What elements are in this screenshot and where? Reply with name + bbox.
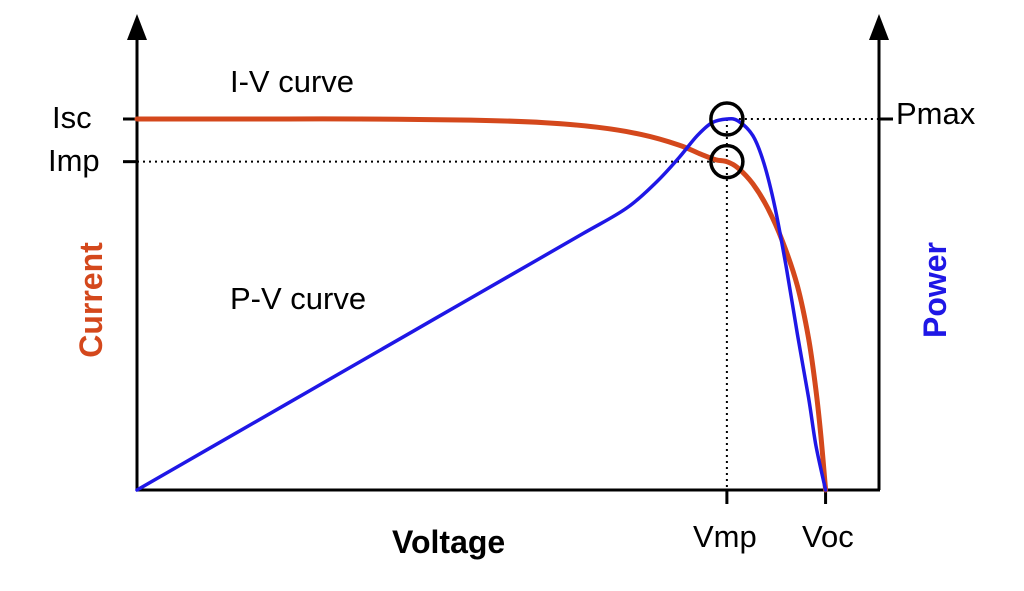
y-tick-label-imp: Imp	[48, 143, 100, 178]
y2-tick-label-pmax: Pmax	[896, 96, 976, 131]
axes	[127, 14, 889, 492]
series	[134, 116, 829, 493]
x-axis-label: Voltage	[392, 524, 505, 560]
right-y-axis-arrow	[869, 14, 889, 40]
y-tick-label-isc: Isc	[52, 100, 92, 135]
iv-curve-line	[134, 116, 829, 493]
left-y-axis-arrow	[127, 14, 147, 40]
y-axis-label-current: Current	[73, 242, 109, 358]
y-axis-label-power: Power	[917, 242, 953, 338]
iv-curve-label: I-V curve	[230, 64, 354, 99]
pv-curve-line	[135, 116, 828, 492]
reference-lines	[137, 118, 879, 490]
markers	[709, 101, 745, 180]
imp-marker	[709, 143, 745, 180]
x-tick-label-voc: Voc	[802, 519, 854, 554]
pmax-marker	[709, 101, 745, 137]
pv-curve-label: P-V curve	[230, 281, 366, 316]
x-tick-label-vmp: Vmp	[693, 519, 757, 554]
